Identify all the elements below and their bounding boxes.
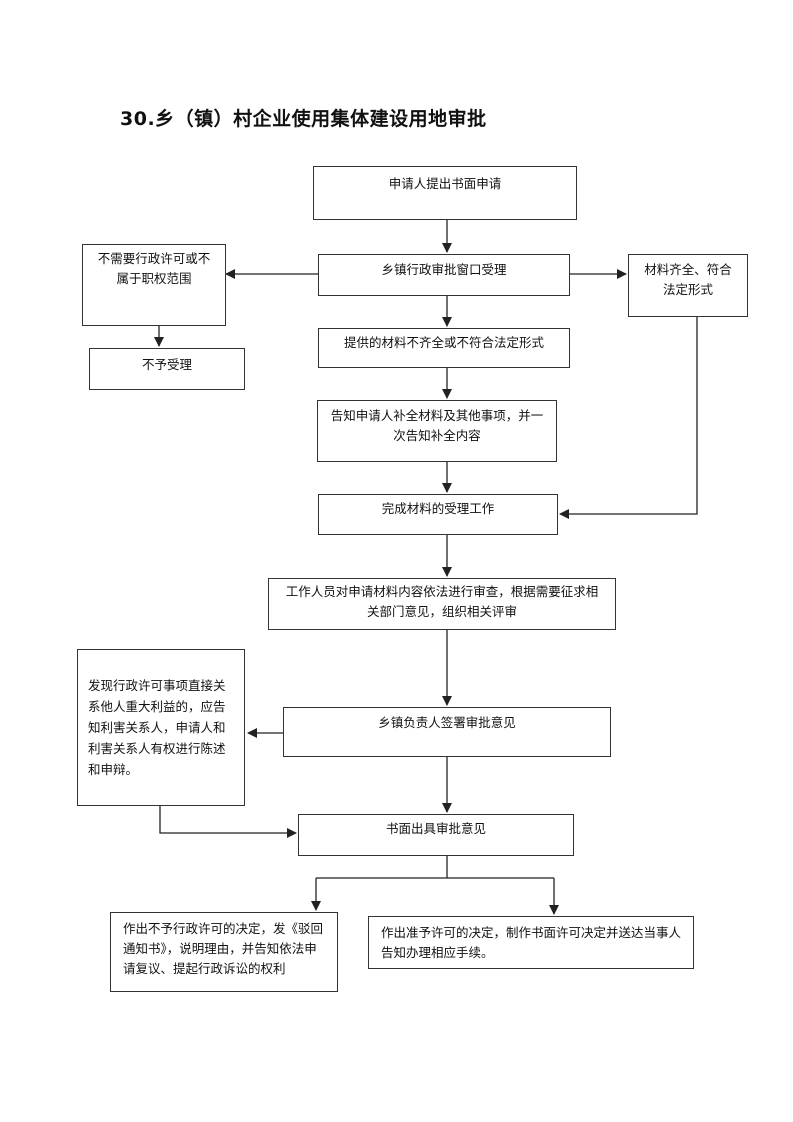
head-sign-box: 乡镇负责人签署审批意见 xyxy=(283,707,611,757)
head-sign-text: 乡镇负责人签署审批意见 xyxy=(378,715,516,730)
accept-window-text: 乡镇行政审批窗口受理 xyxy=(381,262,507,277)
accept-window-box: 乡镇行政审批窗口受理 xyxy=(318,254,570,296)
written-opinion-box: 书面出具审批意见 xyxy=(298,814,574,856)
interest-notice-text: 发现行政许可事项直接关系他人重大利益的，应告知利害关系人，申请人和利害关系人有权… xyxy=(88,678,226,777)
materials-incomplete-text: 提供的材料不齐全或不符合法定形式 xyxy=(343,335,544,350)
reject-accept-box: 不予受理 xyxy=(89,348,245,390)
written-opinion-text: 书面出具审批意见 xyxy=(385,821,486,836)
apply-box: 申请人提出书面申请 xyxy=(313,166,577,220)
complete-acceptance-box: 完成材料的受理工作 xyxy=(318,494,558,535)
deny-decision-box: 作出不予行政许可的决定，发《驳回通知书》，说明理由，并告知依法申请复议、提起行政… xyxy=(110,912,338,992)
materials-ok-text: 材料齐全、符合法定形式 xyxy=(644,262,732,297)
deny-decision-text: 作出不予行政许可的决定，发《驳回通知书》，说明理由，并告知依法申请复议、提起行政… xyxy=(123,921,324,976)
review-text: 工作人员对申请材料内容依法进行审查，根据需要征求相关部门意见，组织相关评审 xyxy=(285,584,599,619)
arrow-materials-ok-to-complete xyxy=(559,317,698,519)
interest-notice-box: 发现行政许可事项直接关系他人重大利益的，应告知利害关系人，申请人和利害关系人有权… xyxy=(77,649,245,806)
review-box: 工作人员对申请材料内容依法进行审查，根据需要征求相关部门意见，组织相关评审 xyxy=(268,578,616,630)
not-needed-text: 不需要行政许可或不属于职权范围 xyxy=(97,251,211,286)
materials-incomplete-box: 提供的材料不齐全或不符合法定形式 xyxy=(318,328,570,368)
arrow-notice-to-opinion xyxy=(159,806,297,838)
complete-acceptance-text: 完成材料的受理工作 xyxy=(381,501,495,516)
notify-supplement-text: 告知申请人补全材料及其他事项，并一次告知补全内容 xyxy=(330,408,544,443)
notify-supplement-box: 告知申请人补全材料及其他事项，并一次告知补全内容 xyxy=(317,400,557,462)
approve-decision-text: 作出准予许可的决定，制作书面许可决定并送达当事人告知办理相应手续。 xyxy=(381,925,682,960)
reject-accept-text: 不予受理 xyxy=(141,357,192,372)
page-title: 30.乡（镇）村企业使用集体建设用地审批 xyxy=(120,108,487,130)
approve-decision-box: 作出准予许可的决定，制作书面许可决定并送达当事人告知办理相应手续。 xyxy=(368,916,694,969)
not-needed-box: 不需要行政许可或不属于职权范围 xyxy=(82,244,226,326)
materials-ok-box: 材料齐全、符合法定形式 xyxy=(628,254,748,317)
apply-text: 申请人提出书面申请 xyxy=(388,176,502,191)
